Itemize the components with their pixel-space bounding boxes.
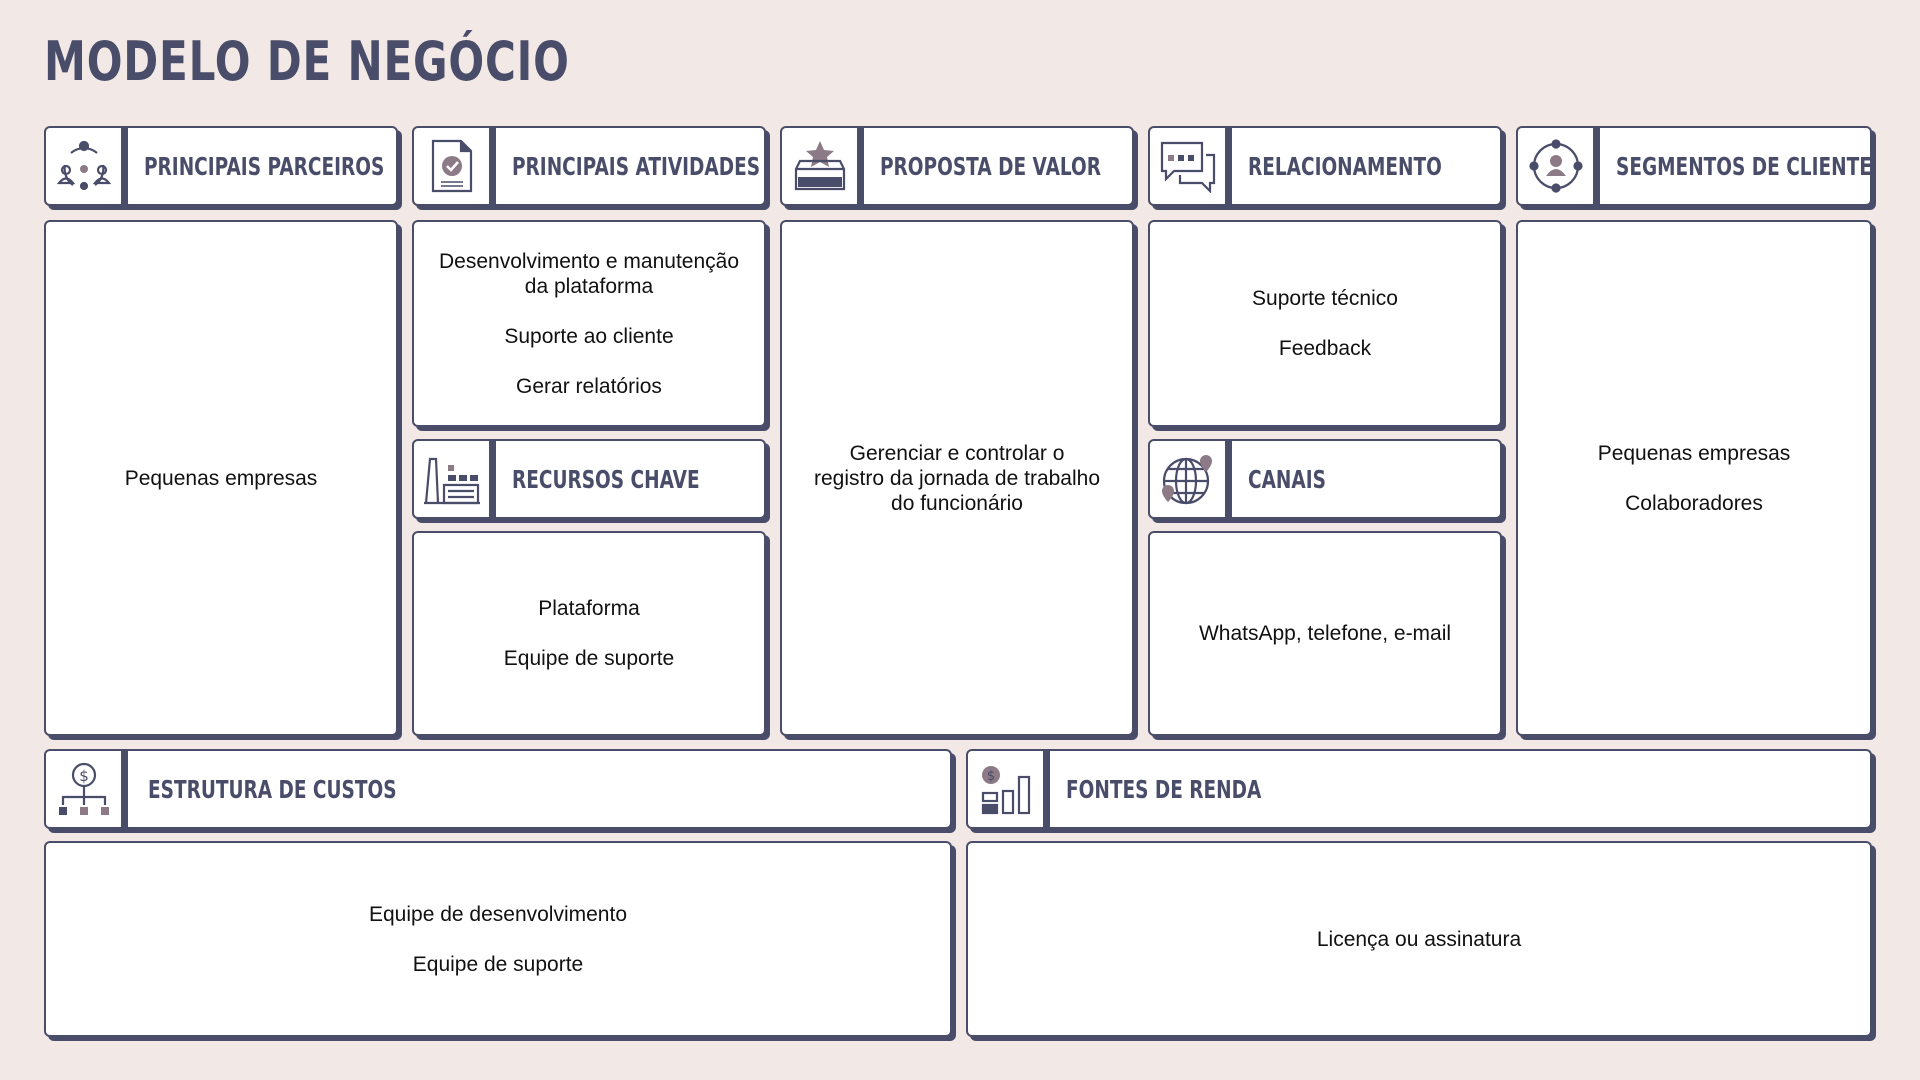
header-fontes-de-renda: $ FONTES DE RENDA — [966, 749, 1872, 829]
atividades-item: Desenvolvimento e manutenção da platafor… — [438, 249, 739, 298]
chat-bubbles-icon — [1150, 128, 1232, 204]
body-proposta-de-valor: Gerenciar e controlar o registro da jorn… — [780, 220, 1134, 736]
header-recursos-chave: RECURSOS CHAVE — [412, 439, 766, 519]
label-canais: CANAIS — [1248, 464, 1326, 494]
svg-text:$: $ — [986, 769, 994, 784]
label-segmentos-de-clientes: SEGMENTOS DE CLIENTES — [1616, 151, 1870, 181]
body-fontes-de-renda: Licença ou assinatura — [966, 841, 1872, 1037]
body-principais-parceiros: Pequenas empresas — [44, 220, 398, 736]
label-principais-parceiros: PRINCIPAIS PARCEIROS — [144, 151, 385, 181]
parceiros-item: Pequenas empresas — [124, 466, 318, 490]
label-proposta-de-valor: PROPOSTA DE VALOR — [880, 151, 1102, 181]
recursos-item: Plataforma — [538, 597, 640, 620]
custos-item: Equipe de suporte — [412, 952, 584, 976]
custos-item: Equipe de desenvolvimento — [368, 902, 627, 926]
svg-text:$: $ — [79, 767, 89, 785]
revenue-chart-icon: $ — [968, 751, 1050, 827]
relacionamento-item: Suporte técnico — [1252, 287, 1398, 310]
label-fontes-de-renda: FONTES DE RENDA — [1066, 774, 1262, 804]
star-box-icon — [782, 128, 864, 204]
body-principais-atividades: Desenvolvimento e manutenção da platafor… — [412, 220, 766, 427]
label-recursos-chave: RECURSOS CHAVE — [512, 464, 700, 494]
header-principais-parceiros: PRINCIPAIS PARCEIROS — [44, 126, 398, 206]
renda-item: Licença ou assinatura — [1316, 927, 1522, 951]
body-canais: WhatsApp, telefone, e-mail — [1148, 531, 1502, 736]
header-relacionamento: RELACIONAMENTO — [1148, 126, 1502, 206]
checked-document-icon — [414, 128, 496, 204]
body-relacionamento: Suporte técnico Feedback — [1148, 220, 1502, 427]
globe-pins-icon — [1150, 441, 1232, 517]
header-canais: CANAIS — [1148, 439, 1502, 519]
body-recursos-chave: Plataforma Equipe de suporte — [412, 531, 766, 736]
factory-icon — [414, 441, 496, 517]
header-estrutura-de-custos: $ ESTRUTURA DE CUSTOS — [44, 749, 952, 829]
header-segmentos-de-clientes: SEGMENTOS DE CLIENTES — [1516, 126, 1872, 206]
segmentos-item: Colaboradores — [1625, 491, 1763, 515]
cost-structure-icon: $ — [46, 751, 128, 827]
header-principais-atividades: PRINCIPAIS ATIVIDADES — [412, 126, 766, 206]
relacionamento-item: Feedback — [1278, 337, 1372, 360]
label-estrutura-de-custos: ESTRUTURA DE CUSTOS — [148, 774, 397, 804]
proposta-item: Gerenciar e controlar o registro da jorn… — [813, 441, 1101, 515]
page-title: MODELO DE NEGÓCIO — [44, 30, 570, 93]
recursos-item: Equipe de suporte — [503, 647, 675, 670]
segmentos-item: Pequenas empresas — [1597, 441, 1791, 465]
header-proposta-de-valor: PROPOSTA DE VALOR — [780, 126, 1134, 206]
body-segmentos-de-clientes: Pequenas empresas Colaboradores — [1516, 220, 1872, 736]
label-principais-atividades: PRINCIPAIS ATIVIDADES — [512, 151, 761, 181]
atividades-item: Gerar relatórios — [516, 374, 662, 398]
atividades-item: Suporte ao cliente — [504, 324, 674, 348]
customer-target-icon — [1518, 128, 1600, 204]
partners-network-icon — [46, 128, 128, 204]
canais-item: WhatsApp, telefone, e-mail — [1198, 622, 1452, 645]
body-estrutura-de-custos: Equipe de desenvolvimento Equipe de supo… — [44, 841, 952, 1037]
label-relacionamento: RELACIONAMENTO — [1248, 151, 1442, 181]
